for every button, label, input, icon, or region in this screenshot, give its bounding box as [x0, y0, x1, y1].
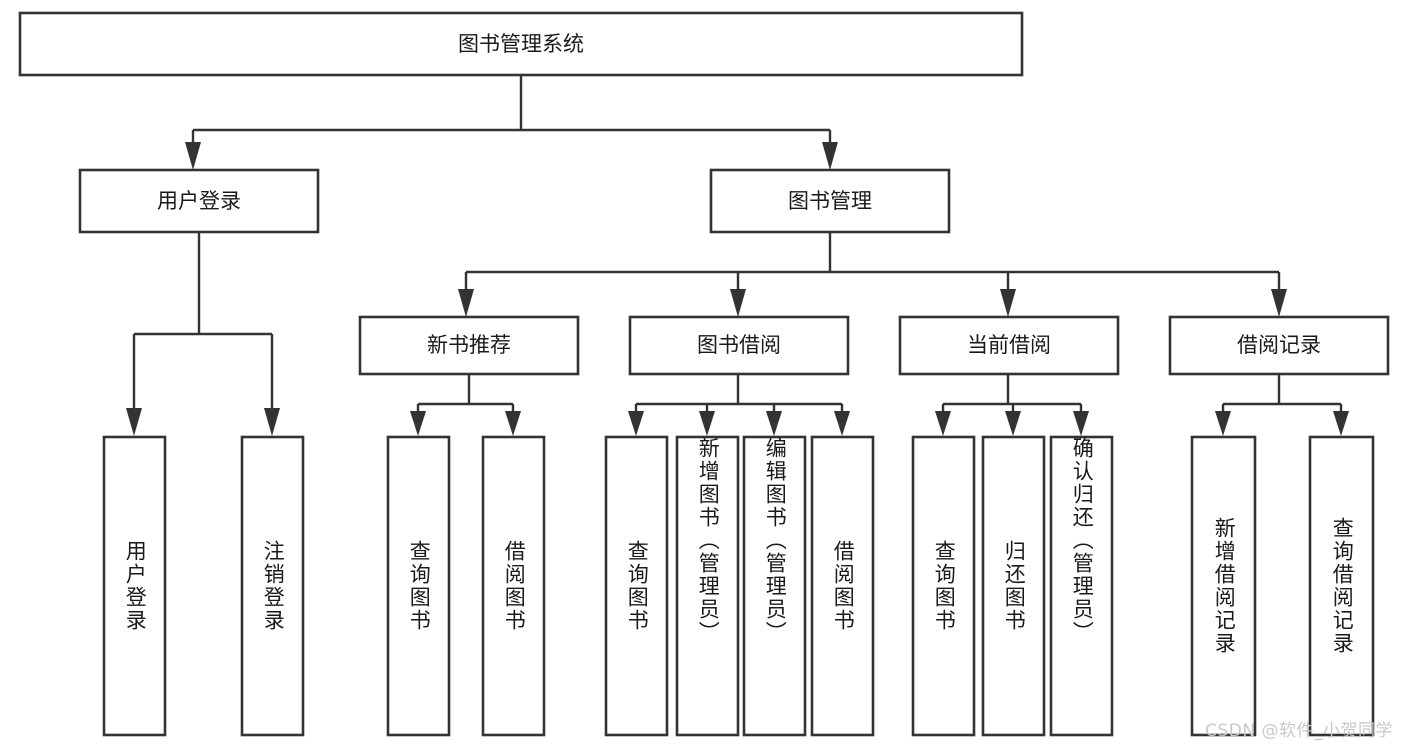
leaf-box-query-book-1[interactable]	[386, 435, 451, 737]
csdn-watermark: CSDN @软件_小贺同学	[1205, 721, 1393, 741]
node-current-borrow-label: 当前借阅	[967, 333, 1051, 357]
connector-currentborrow-to-leaves	[935, 374, 1089, 436]
node-book-management[interactable]: 图书管理	[709, 168, 951, 234]
node-current-borrow[interactable]: 当前借阅	[898, 315, 1120, 376]
node-borrow-record[interactable]: 借阅记录	[1168, 315, 1390, 376]
leaf-box-edit-book[interactable]	[742, 435, 807, 737]
leaf-box-user-login[interactable]	[102, 435, 167, 737]
connector-borrowrecord-to-leaves	[1215, 374, 1349, 436]
node-new-book-recommend-label: 新书推荐	[427, 333, 511, 357]
connector-root-to-level2	[185, 75, 838, 170]
leaf-box-query-book-2[interactable]	[604, 435, 669, 737]
leaf-box-add-book[interactable]	[675, 435, 740, 737]
node-user-login[interactable]: 用户登录	[78, 168, 320, 234]
leaf-box-borrow-book-1[interactable]	[481, 435, 546, 737]
connector-bookmgmt-to-level3	[458, 232, 1287, 317]
node-root-label: 图书管理系统	[458, 32, 584, 56]
node-root[interactable]: 图书管理系统	[18, 11, 1024, 77]
leaf-boxes	[102, 435, 1375, 737]
node-borrow-record-label: 借阅记录	[1237, 333, 1321, 357]
leaf-box-borrow-book-2[interactable]	[810, 435, 875, 737]
leaf-box-query-book-3[interactable]	[911, 435, 976, 737]
leaf-box-query-record[interactable]	[1308, 435, 1375, 737]
connector-bookborrow-to-leaves	[628, 374, 850, 436]
node-book-management-label: 图书管理	[788, 189, 872, 213]
connector-newbook-to-leaves	[410, 374, 521, 436]
node-new-book-recommend[interactable]: 新书推荐	[358, 315, 580, 376]
node-book-borrow[interactable]: 图书借阅	[628, 315, 850, 376]
leaf-box-logout[interactable]	[240, 435, 305, 737]
connector-userlogin-to-leaves	[126, 232, 280, 436]
leaf-box-add-record[interactable]	[1190, 435, 1257, 737]
node-book-borrow-label: 图书借阅	[697, 333, 781, 357]
leaf-box-return-book[interactable]	[981, 435, 1046, 737]
leaf-box-confirm-return[interactable]	[1049, 435, 1114, 737]
node-user-login-label: 用户登录	[157, 189, 241, 213]
